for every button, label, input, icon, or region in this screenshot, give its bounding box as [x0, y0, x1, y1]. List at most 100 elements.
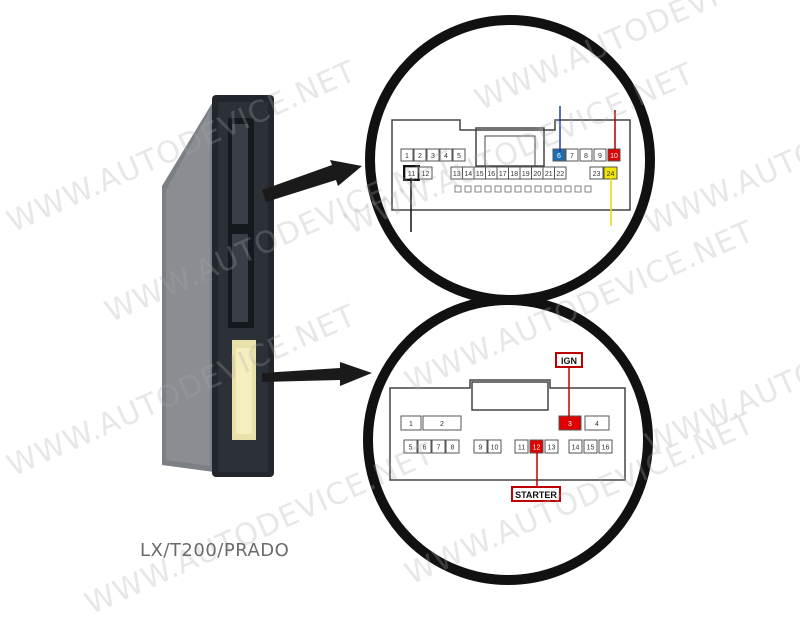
- top-pin-18: 18: [508, 166, 521, 180]
- svg-text:10: 10: [610, 153, 618, 160]
- top-pin-23: 23: [589, 166, 604, 180]
- bottom-pin-2: 2: [422, 415, 462, 431]
- ign-label: IGN: [561, 356, 577, 366]
- svg-text:15: 15: [476, 171, 484, 178]
- top-pin-6: 6: [552, 148, 566, 162]
- bottom-pin-7: 7: [431, 439, 446, 454]
- svg-text:8: 8: [451, 445, 455, 452]
- top-pin-12: 12: [418, 166, 433, 180]
- bottom-pin-16: 16: [598, 439, 613, 454]
- bottom-pin-6: 6: [417, 439, 432, 454]
- svg-text:11: 11: [408, 171, 415, 178]
- top-pin-15: 15: [473, 166, 486, 180]
- bottom-pin-5: 5: [403, 439, 418, 454]
- bottom-pin-4: 4: [584, 415, 610, 431]
- svg-text:5: 5: [409, 445, 413, 452]
- top-pin-9: 9: [593, 148, 607, 162]
- svg-text:1: 1: [409, 421, 413, 428]
- bottom-pin-14: 14: [568, 439, 583, 454]
- svg-text:7: 7: [437, 445, 441, 452]
- connector-tab: [514, 185, 522, 193]
- svg-text:21: 21: [545, 171, 553, 178]
- top-pin-22: 22: [554, 166, 567, 180]
- svg-text:17: 17: [499, 171, 507, 178]
- connector-tab: [544, 185, 552, 193]
- top-pin-16: 16: [485, 166, 498, 180]
- svg-text:3: 3: [431, 153, 435, 160]
- bottom-pin-1: 1: [400, 415, 422, 431]
- connector-tab: [564, 185, 572, 193]
- top-pin-20: 20: [531, 166, 544, 180]
- svg-text:18: 18: [510, 171, 518, 178]
- svg-text:12: 12: [533, 445, 541, 452]
- svg-text:2: 2: [440, 421, 444, 428]
- svg-text:16: 16: [602, 445, 610, 452]
- svg-text:15: 15: [587, 445, 595, 452]
- top-pin-2: 2: [413, 148, 427, 162]
- svg-text:13: 13: [548, 445, 556, 452]
- top-pin-7: 7: [565, 148, 579, 162]
- svg-text:9: 9: [479, 445, 483, 452]
- connector-tab: [454, 185, 462, 193]
- connector-tab: [464, 185, 472, 193]
- svg-text:8: 8: [584, 153, 588, 160]
- bottom-pin-8: 8: [445, 439, 460, 454]
- bottom-pin-12: 12: [529, 439, 544, 454]
- connector-tab: [494, 185, 502, 193]
- svg-text:19: 19: [522, 171, 530, 178]
- svg-text:3: 3: [568, 421, 572, 428]
- svg-text:22: 22: [556, 171, 564, 178]
- top-pin-17: 17: [496, 166, 509, 180]
- bottom-pin-10: 10: [487, 439, 502, 454]
- model-caption: LX/T200/PRADO: [140, 540, 290, 561]
- svg-text:4: 4: [444, 153, 448, 160]
- top-pin-8: 8: [579, 148, 593, 162]
- svg-text:11: 11: [518, 445, 525, 452]
- svg-text:6: 6: [423, 445, 427, 452]
- connector-tab: [534, 185, 542, 193]
- pointer-arrows: [262, 160, 372, 386]
- svg-text:13: 13: [453, 171, 461, 178]
- svg-text:5: 5: [457, 153, 461, 160]
- svg-text:10: 10: [491, 445, 499, 452]
- svg-text:20: 20: [533, 171, 541, 178]
- svg-text:23: 23: [593, 171, 601, 178]
- svg-text:6: 6: [557, 153, 561, 160]
- top-pin-5: 5: [452, 148, 466, 162]
- svg-text:4: 4: [595, 421, 599, 428]
- svg-text:1: 1: [405, 153, 409, 160]
- connector-tab: [524, 185, 532, 193]
- bottom-row2-pins: 5 6 7 8 9 10 11 12 13 14 15 16: [403, 439, 613, 454]
- top-pin-13: 13: [450, 166, 463, 180]
- ecu-module: [162, 95, 274, 477]
- top-pin-21: 21: [542, 166, 555, 180]
- svg-text:14: 14: [464, 171, 472, 178]
- top-pin-4: 4: [439, 148, 453, 162]
- top-pin-14: 14: [462, 166, 475, 180]
- svg-text:24: 24: [607, 171, 615, 178]
- connector-tab: [474, 185, 482, 193]
- top-pin-10: 10: [607, 148, 621, 162]
- connector-tab: [584, 185, 592, 193]
- connector-tab: [574, 185, 582, 193]
- top-pin-24: 24: [603, 166, 618, 180]
- starter-label-box: [511, 486, 561, 502]
- bottom-pin-3: 3: [558, 415, 582, 431]
- top-pin-3: 3: [426, 148, 440, 162]
- bottom-pin-15: 15: [583, 439, 598, 454]
- svg-text:16: 16: [487, 171, 495, 178]
- connector-tab: [484, 185, 492, 193]
- connector-tab: [504, 185, 512, 193]
- svg-text:12: 12: [422, 171, 430, 178]
- bottom-pin-11: 11: [514, 439, 529, 454]
- svg-text:2: 2: [418, 153, 422, 160]
- bottom-pin-13: 13: [544, 439, 559, 454]
- top-pin-19: 19: [519, 166, 532, 180]
- starter-label: STARTER: [515, 490, 557, 500]
- svg-text:14: 14: [572, 445, 580, 452]
